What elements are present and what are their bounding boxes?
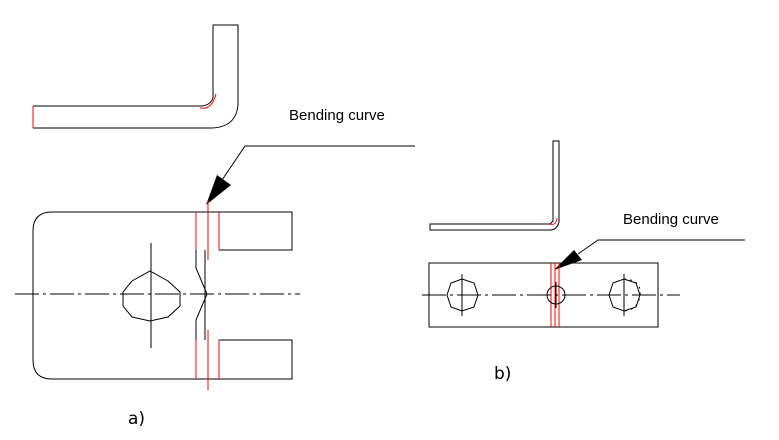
figure-a-caption: a) (128, 409, 145, 429)
figure-b-leader: Bending curve (554, 211, 745, 270)
figure-a-leader-arrow (206, 175, 231, 205)
figure-a-bending-curve-label: Bending curve (289, 107, 385, 124)
figure-a-plan-view: a) (15, 200, 300, 429)
figure-b: Bending curve b) (422, 140, 745, 384)
figure-a-side-view (32, 24, 239, 129)
figure-b-caption: b) (494, 364, 511, 384)
figure-b-bending-curve-label: Bending curve (623, 211, 719, 228)
figure-a-leader: Bending curve (206, 107, 415, 205)
figure-b-side-view (429, 140, 560, 231)
figure-b-plan-view: b) (422, 262, 680, 384)
figure-b-leader-arrow (554, 250, 582, 270)
figure-a-hole (122, 270, 181, 322)
figure-a: Bending curve a) (15, 24, 415, 429)
